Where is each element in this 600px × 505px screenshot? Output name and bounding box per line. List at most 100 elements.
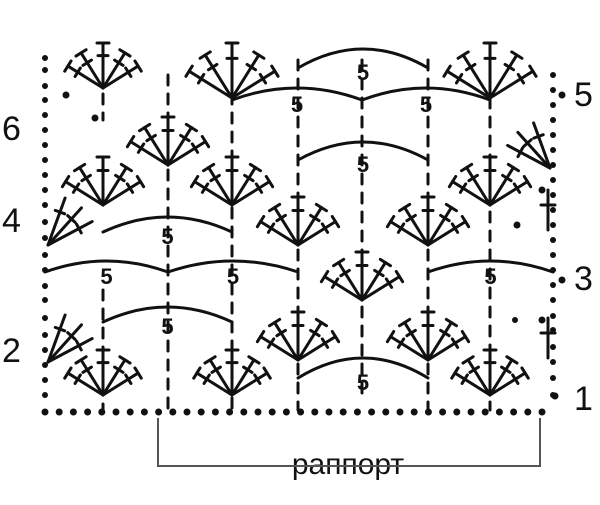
stitch-crossbar <box>196 72 206 85</box>
chain-stitch-dot <box>42 97 48 103</box>
stitch-crossbar <box>467 173 479 183</box>
double-crochet-stitch <box>389 335 430 362</box>
chain-stitch-dot <box>550 375 556 381</box>
double-crochet-stitch <box>78 166 105 207</box>
shell-fan <box>255 310 341 362</box>
stitch-crossbar <box>258 72 268 85</box>
double-crochet-stitch <box>46 313 67 364</box>
chain-arch <box>101 305 234 324</box>
double-crochet-stitch <box>453 371 492 397</box>
chain-arch-count: 5 <box>291 92 303 117</box>
chain-stitch-dot <box>382 408 390 416</box>
chain-stitch-dot <box>126 408 134 416</box>
stitch-crossbar <box>275 213 287 223</box>
chain-stitch-dot <box>42 283 48 289</box>
stitch-crossbar <box>373 268 385 278</box>
stitch-top <box>460 215 471 229</box>
double-crochet-stitch <box>466 358 492 397</box>
chain-stitch-dot <box>550 72 556 78</box>
double-crochet-stitch <box>461 53 492 100</box>
double-crochet-stitch <box>101 166 128 207</box>
double-crochet-stitch <box>101 64 140 90</box>
shell-fan <box>447 155 533 207</box>
stitch-crossbar <box>450 337 460 349</box>
double-crochet-stitch <box>79 51 105 90</box>
stitch-top <box>444 317 458 328</box>
double-crochet-stitch <box>79 358 105 397</box>
half-shell-fan <box>46 313 94 364</box>
chain-stitch-dot <box>42 55 48 61</box>
stitch-crossbar <box>405 328 417 338</box>
stitch-crossbar <box>253 373 262 385</box>
stitch-top <box>450 366 460 380</box>
stitch-crossbar <box>206 62 219 72</box>
double-crochet-stitch <box>259 335 300 362</box>
stitch-crossbar <box>200 182 210 194</box>
stitch-top <box>200 135 211 149</box>
chain-stitch-dot <box>550 132 556 138</box>
double-crochet-stitch <box>296 335 337 362</box>
double-crochet-stitch <box>403 321 430 362</box>
stitch-crossbar <box>458 182 468 194</box>
chain-arch-count: 5 <box>357 370 369 395</box>
chain-arch <box>296 140 430 162</box>
chain-stitch-dot <box>524 408 532 416</box>
stitch-top <box>506 162 520 173</box>
double-crochet-stitch <box>465 166 492 207</box>
chain-stitch-dot <box>550 282 556 288</box>
stitch-crossbar <box>190 142 200 154</box>
stitch-crossbar <box>81 365 93 374</box>
stitch-top <box>119 162 133 173</box>
double-crochet-stitch <box>506 143 552 170</box>
stitch-top <box>330 330 341 344</box>
double-crochet-stitch <box>389 220 430 247</box>
double-crochet-stitch <box>101 358 127 397</box>
stitch-crossbar <box>396 222 406 234</box>
stitch-top <box>198 50 212 60</box>
double-crochet-stitch <box>166 126 193 167</box>
double-crochet-stitch <box>296 321 323 362</box>
chain-stitch-dot <box>495 408 503 416</box>
row-number-3: 3 <box>574 260 593 298</box>
chain-stitch-dot <box>42 347 48 353</box>
double-crochet-stitch <box>445 69 492 100</box>
stitch-top <box>385 330 396 344</box>
stitch-top <box>442 64 452 78</box>
double-crochet-stitch <box>488 166 515 207</box>
chain-stitch-dot <box>439 408 447 416</box>
chain-stitch-dot <box>558 91 566 99</box>
double-crochet-stitch <box>207 166 234 207</box>
double-crochet-stitch <box>66 64 105 90</box>
double-crochet-stitch <box>259 220 300 247</box>
chain-stitch-dot <box>42 315 48 321</box>
stitch-top <box>460 330 471 344</box>
stitch-crossbar <box>522 138 533 148</box>
row-number-6: 6 <box>2 110 21 148</box>
stitch-crossbar <box>339 268 351 278</box>
stitch-crossbar <box>500 365 512 374</box>
stitch-top <box>461 355 475 365</box>
chain-stitch-dot <box>410 408 418 416</box>
stitch-crossbar <box>113 58 125 67</box>
double-crochet-stitch <box>208 358 234 397</box>
chain-arch <box>360 86 492 102</box>
chain-stitch-dot <box>510 408 518 416</box>
stitch-top <box>262 366 272 380</box>
chain-stitch-dot <box>240 408 248 416</box>
stitch-top <box>248 162 262 173</box>
chain-stitch-dot <box>140 408 148 416</box>
chain-arch-count: 5 <box>484 264 496 289</box>
chain-stitch-dot <box>62 91 70 99</box>
labels: 2 4 6 1 3 5 раппорт <box>2 76 593 481</box>
stitch-crossbar <box>113 365 125 374</box>
double-crochet-stitch <box>66 371 105 397</box>
chain-stitch-dot <box>550 313 556 319</box>
double-crochet-stitch <box>129 140 170 167</box>
chain-stitch-dot <box>550 237 556 243</box>
chain-stitch-dot <box>396 408 404 416</box>
stitch-crossbar <box>124 66 133 78</box>
shell-fan <box>192 348 272 397</box>
stitch-crossbar <box>80 173 92 183</box>
stitch-top <box>63 59 73 73</box>
chain-stitch-dot <box>42 112 48 118</box>
